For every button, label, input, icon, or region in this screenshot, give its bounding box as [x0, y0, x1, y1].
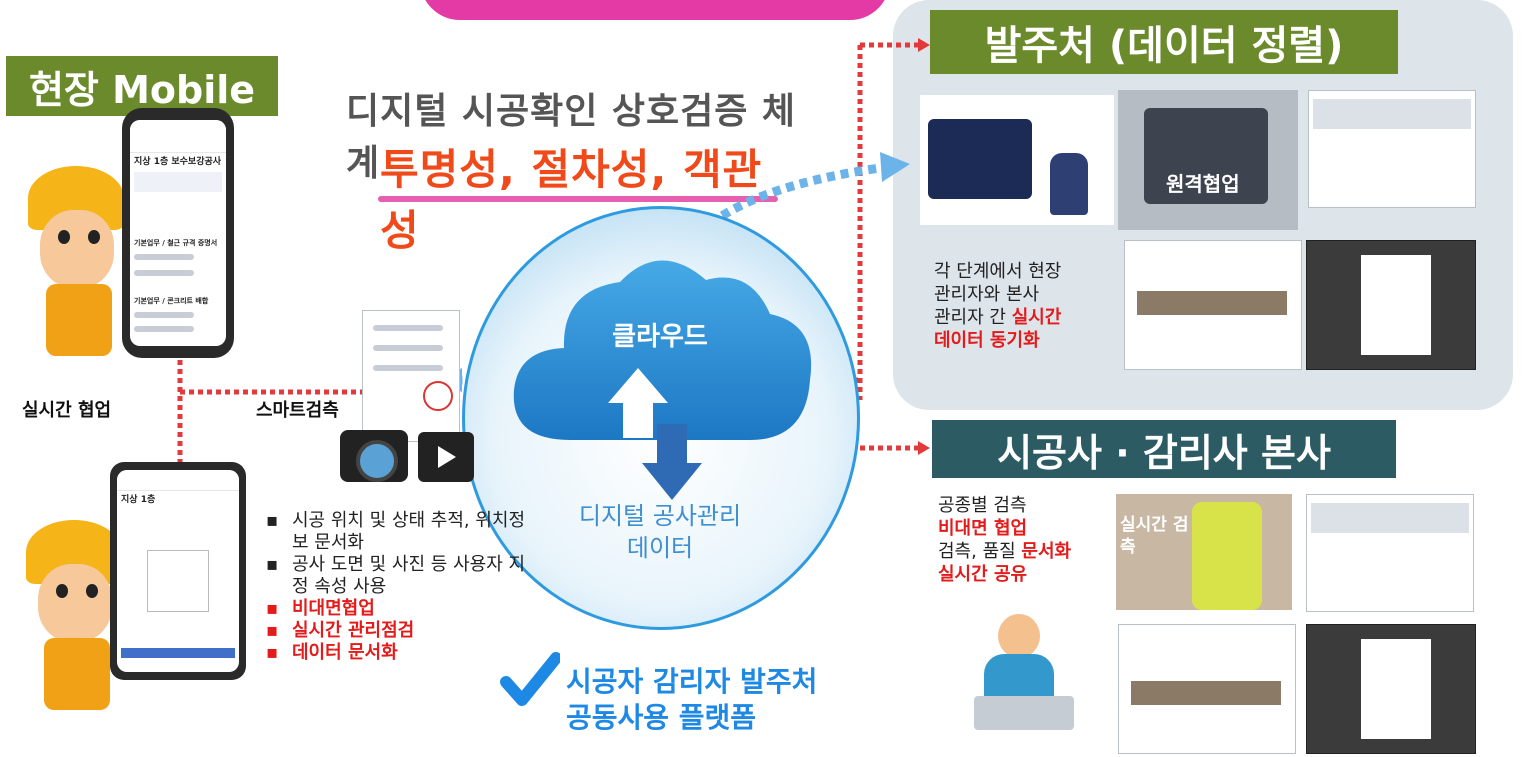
safety-vest [46, 284, 112, 356]
platform-line1: 시공자 감리자 발주처 [566, 665, 818, 698]
sync-arrows-icon [608, 368, 702, 500]
cloud-owner-link [667, 163, 881, 282]
video-icon [418, 432, 474, 482]
camera-icon [340, 430, 408, 482]
inspection-photo-label: 실시간 검측 [1120, 515, 1189, 557]
safety-vest [44, 638, 110, 710]
worker-face [38, 564, 112, 642]
phone-section-2: 기본업무 / 콘크리트 배합 [134, 297, 209, 305]
hq-desc-line: 비대면 협업 [938, 518, 1028, 539]
arrowhead-owner [918, 38, 930, 52]
app-screenshot-4 [1118, 624, 1296, 754]
arrowhead-blue-owner [880, 152, 910, 182]
owner-desc-line: 데이터 동기화 [934, 330, 1040, 351]
hq-desc-line: 실시간 공유 [938, 564, 1028, 585]
owner-desc-line: 관리자 간 실시간 [934, 307, 1062, 328]
cloud-label: 클라우드 [612, 322, 708, 352]
realtime-collab-label: 실시간 협업 [22, 400, 112, 421]
app-screenshot-2 [1124, 240, 1302, 370]
feature-item: 비대면협업 [266, 598, 526, 620]
phone-section-1: 기본업무 / 철근 규격 증명서 [134, 239, 218, 247]
diagram-subtitle: 투명성, 절차성, 객관성 [380, 145, 763, 255]
worker-face [40, 210, 114, 288]
celebrating-worker-illustration [944, 596, 1094, 736]
hq-description: 공종별 검측 비대면 협업 검측, 품질 문서화 실시간 공유 [938, 494, 1071, 586]
cloud-data-line2: 데이터 [626, 534, 694, 562]
cloud-data-label: 디지털 공사관리 데이터 [555, 500, 765, 564]
field-phone: 지상 1층 보수보강공사 기본업무 / 철근 규격 증명서 기본업무 / 콘크리… [122, 108, 234, 358]
diagram-title: 디지털 시공확인 상호검증 체계 [346, 91, 797, 184]
monitoring-illustration [920, 95, 1114, 225]
feature-list: 시공 위치 및 상태 추적, 위치정보 문서화 공사 도면 및 사진 등 사용자… [266, 510, 526, 664]
arrowhead-hq [918, 441, 930, 455]
feature-item: 실시간 관리점검 [266, 620, 526, 642]
decorative-brush [420, 0, 890, 20]
title-underline [378, 196, 778, 202]
worker-illustration-top [18, 166, 128, 356]
tablet-title: 지상 1층 [121, 495, 156, 505]
owner-header: 발주처 (데이터 정렬) [930, 10, 1398, 74]
feature-item: 공사 도면 및 사진 등 사용자 지정 속성 사용 [266, 554, 526, 598]
document-viewer-2 [1306, 624, 1476, 754]
hq-desc-line: 공종별 검측 [938, 495, 1027, 516]
inspection-photo: 실시간 검측 [1116, 494, 1292, 610]
owner-desc-line: 각 단계에서 현장 [934, 261, 1062, 282]
field-tablet: 지상 1층 [110, 462, 246, 680]
remote-collab-photo: 원격협업 [1118, 90, 1298, 230]
feature-item: 시공 위치 및 상태 추적, 위치정보 문서화 [266, 510, 526, 554]
checkmark-icon [500, 652, 560, 706]
worker-illustration-bottom [16, 520, 126, 710]
measure-document [362, 310, 460, 442]
owner-desc-line: 관리자와 본사 [934, 284, 1040, 305]
hq-desc-line: 검측, 품질 문서화 [938, 541, 1072, 562]
cloud-data-line1: 디지털 공사관리 [578, 502, 742, 530]
phone-title: 지상 1층 보수보강공사 [134, 157, 222, 167]
hq-header: 시공사 · 감리사 본사 [932, 420, 1396, 478]
feature-item: 데이터 문서화 [266, 642, 526, 664]
document-viewer-1 [1306, 240, 1476, 370]
smart-measure-label: 스마트검측 [256, 400, 339, 421]
app-screenshot-1 [1308, 90, 1476, 208]
remote-collab-label: 원격협업 [1166, 172, 1240, 196]
owner-description: 각 단계에서 현장 관리자와 본사 관리자 간 실시간 데이터 동기화 [934, 260, 1061, 352]
field-mobile-header: 현장 Mobile [6, 56, 278, 116]
platform-line2: 공동사용 플랫폼 [566, 701, 757, 734]
platform-label: 시공자 감리자 발주처 공동사용 플랫폼 [566, 664, 826, 736]
app-screenshot-3 [1306, 494, 1474, 612]
cloud-icon [513, 260, 812, 440]
